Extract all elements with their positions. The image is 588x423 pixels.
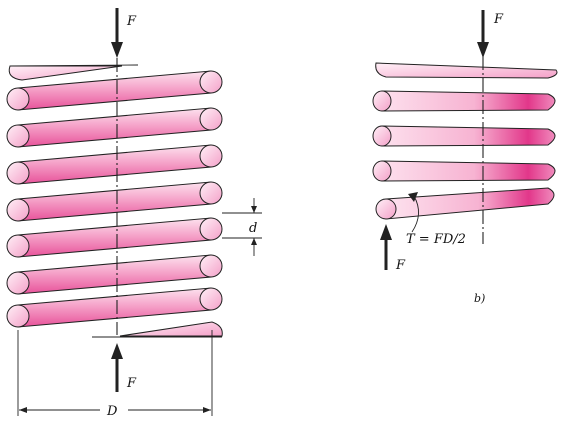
left-coil-end-right	[199, 254, 223, 278]
left-coil-end-left	[6, 234, 30, 258]
left-coil-turn	[17, 181, 212, 222]
left-bottom-ground-end	[119, 321, 223, 337]
wire-diameter-label: d	[249, 221, 257, 236]
left-coils	[6, 70, 223, 328]
right-top-force-arrow	[477, 10, 489, 58]
left-coil-end-right	[199, 107, 223, 131]
left-coil-end-right	[199, 144, 223, 168]
wire-cross-section	[375, 198, 397, 220]
left-coil-end-left	[6, 304, 30, 328]
left-bottom-force-arrow	[111, 343, 123, 392]
torque-label: T = FD/2	[406, 232, 466, 247]
left-coil-turn	[17, 144, 212, 185]
left-coil-turn	[17, 217, 212, 258]
left-coil-turn	[17, 107, 212, 148]
left-top-force-label: F	[126, 14, 137, 29]
right-top-ground-end	[375, 62, 558, 79]
torque-arrow	[408, 192, 419, 233]
wire-diameter-dimension	[222, 198, 262, 256]
left-coil-end-left	[6, 161, 30, 185]
right-coil-left-end	[372, 90, 392, 112]
right-top-force-label: F	[493, 12, 504, 27]
right-coil-turn	[375, 90, 556, 112]
mean-diameter-dimension	[17, 330, 213, 416]
left-coil-end-right	[199, 181, 223, 205]
left-top-force-arrow	[111, 8, 123, 58]
right-spring: F F T = FD/2 b)	[372, 10, 558, 305]
right-coil-bottom-turn	[385, 187, 555, 220]
mean-diameter-label: D	[106, 404, 118, 419]
left-spring: F F d D	[6, 8, 262, 419]
right-coil-left-end	[372, 125, 392, 147]
left-coil-end-right	[199, 217, 223, 241]
left-coil-end-left	[6, 198, 30, 222]
panel-label-b: b)	[474, 292, 485, 305]
right-bottom-force-arrow	[380, 224, 392, 270]
left-bottom-force-label: F	[126, 376, 137, 391]
right-coil-turn	[375, 160, 556, 182]
left-coil-end-left	[6, 271, 30, 295]
left-coil-end-left	[6, 124, 30, 148]
right-coils	[372, 90, 556, 220]
right-bottom-force-label: F	[395, 258, 406, 273]
left-coil-end-right	[199, 70, 223, 94]
left-coil-end-left	[6, 87, 30, 111]
left-top-ground-end	[8, 65, 123, 81]
right-coil-turn	[375, 125, 556, 147]
left-coil-turn	[17, 287, 212, 328]
left-coil-turn	[17, 254, 212, 295]
right-coil-left-end	[372, 160, 392, 182]
left-coil-end-right	[199, 287, 223, 311]
